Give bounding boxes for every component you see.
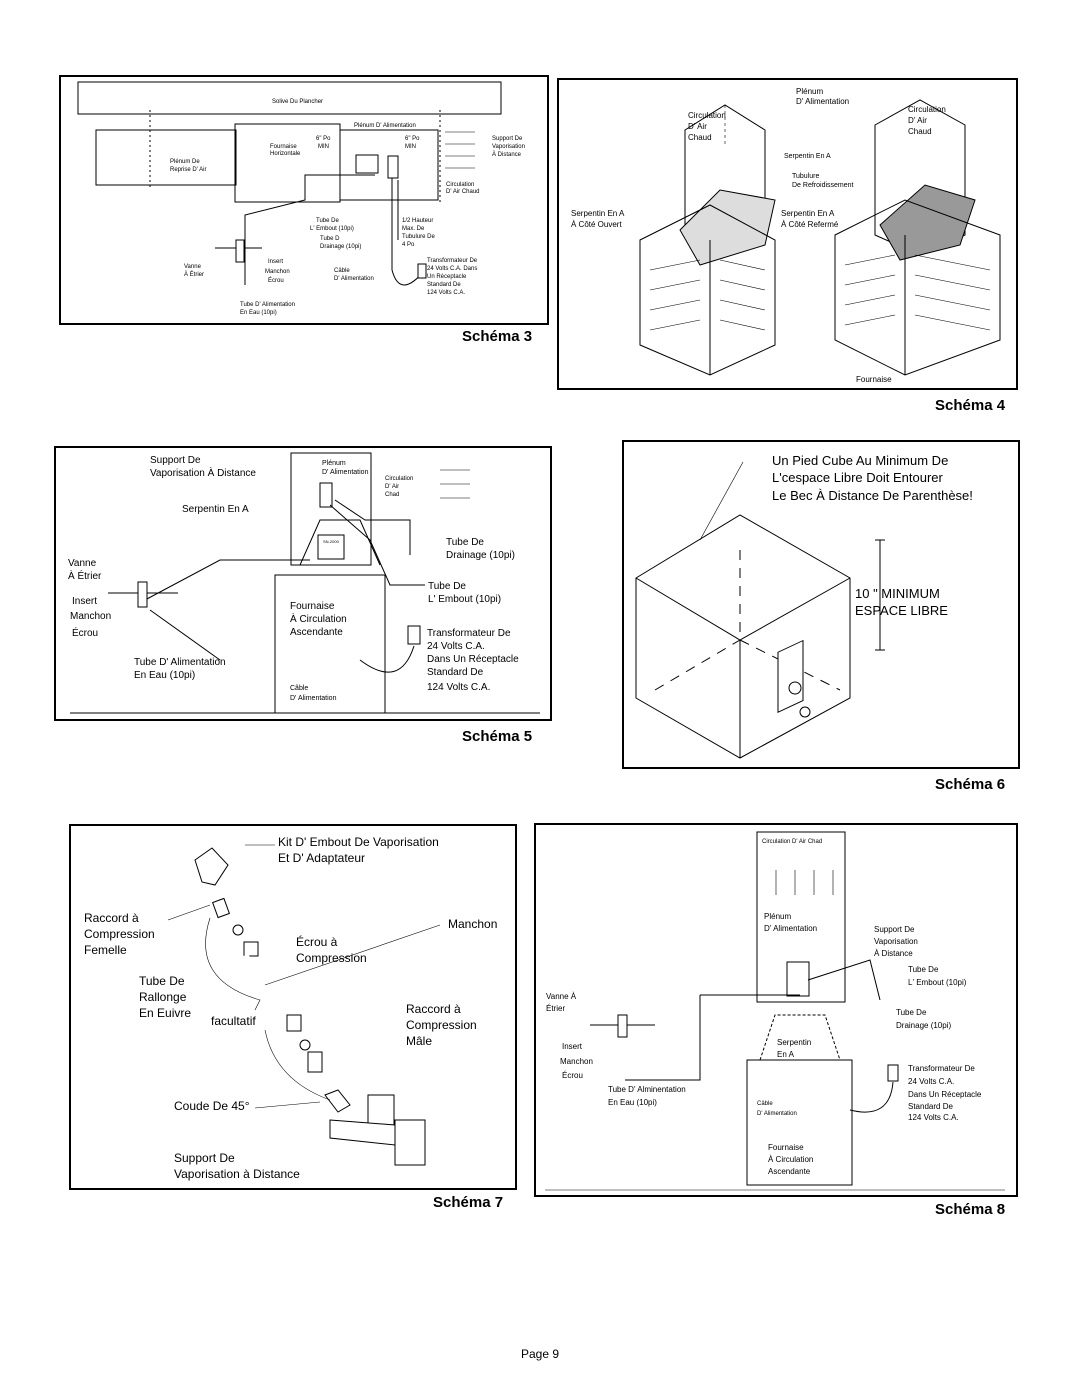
schema-6-panel: [622, 440, 1020, 769]
schema-3-caption: Schéma 3: [462, 328, 533, 345]
schema-4-caption: Schéma 4: [935, 397, 1006, 414]
schema-8-panel: [534, 823, 1018, 1197]
schema-7-caption: Schéma 7: [433, 1194, 504, 1211]
schema-4-panel: [557, 78, 1018, 390]
page-number: Page 9: [520, 1347, 560, 1361]
schema-5-panel: [54, 446, 552, 721]
schema-8-caption: Schéma 8: [935, 1201, 1006, 1218]
schema-7-panel: [69, 824, 517, 1190]
schema-6-caption: Schéma 6: [935, 776, 1006, 793]
schema-5-caption: Schéma 5: [462, 728, 533, 745]
schema-3-panel: [59, 75, 549, 325]
